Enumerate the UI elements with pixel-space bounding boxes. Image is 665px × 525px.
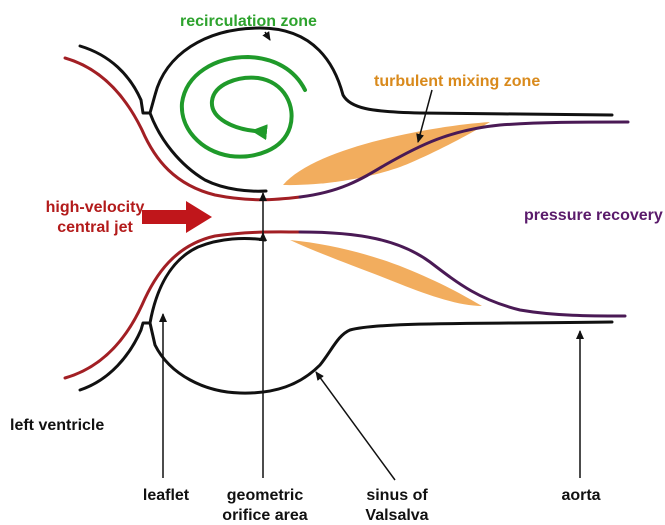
label-aorta: aorta (561, 487, 600, 504)
recovery-boundary-lower (298, 230, 627, 318)
lower-wall (78, 320, 614, 395)
recirculation-spiral (179, 54, 307, 159)
label-sinus-line2: Valsalva (365, 507, 428, 524)
label-orifice-line2: orifice area (222, 507, 307, 524)
jet-boundary-upper (63, 56, 302, 202)
leader-turbulent (416, 89, 433, 143)
label-sinus-line1: sinus of (366, 487, 428, 504)
label-jet-line1: high-velocity (46, 199, 145, 216)
jet-arrow-icon (142, 201, 212, 233)
label-orifice-line1: geometric (227, 487, 304, 504)
jet-boundary-lower (63, 230, 302, 380)
upper-wall (78, 26, 614, 117)
recovery-boundary-upper (298, 120, 630, 199)
label-recirculation-zone: recirculation zone (180, 13, 317, 30)
label-jet-line2: central jet (57, 219, 133, 236)
label-leaflet: leaflet (143, 487, 190, 504)
label-turbulent-mixing-zone: turbulent mixing zone (374, 73, 540, 90)
label-left-ventricle: left ventricle (10, 417, 104, 434)
upper-leaflet (148, 111, 268, 193)
turbulent-zone-lower (290, 240, 482, 306)
leader-sinus (315, 371, 396, 481)
leader-recirculation (262, 31, 271, 41)
label-pressure-recovery: pressure recovery (524, 207, 663, 224)
lower-leaflet (148, 236, 267, 325)
